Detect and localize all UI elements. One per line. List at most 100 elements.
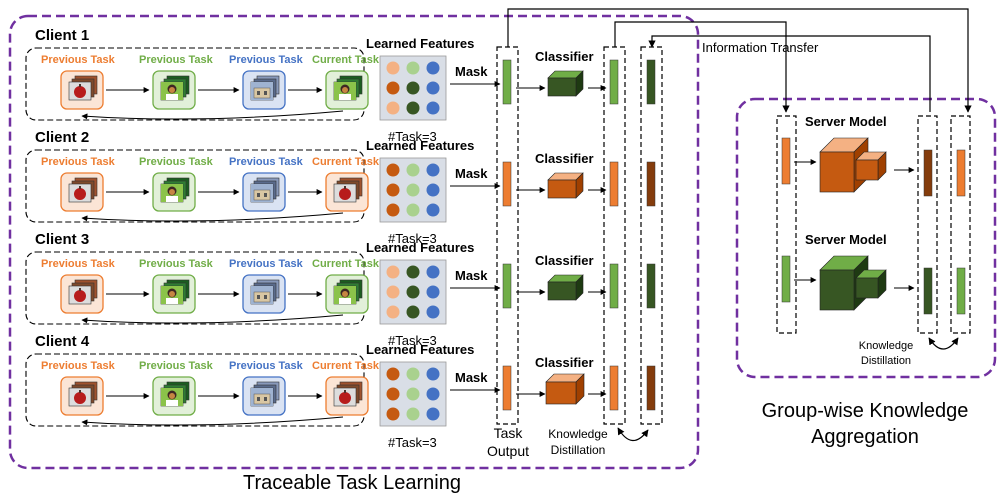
client-name: Client 4 [35,333,90,350]
kd-curved-arrow [617,427,649,442]
feature-dot [386,101,400,115]
feature-dot [426,163,440,177]
feature-dot [426,387,440,401]
apple-icon [68,177,98,203]
group-aggregation-container [735,97,997,379]
portrait-icon [160,279,190,305]
feature-dot [386,367,400,381]
feature-dot [406,101,420,115]
task-count-label: #Task=3 [388,333,437,348]
task-count-label: #Task=3 [388,435,437,450]
classifier-label: Classifier [535,49,594,64]
server-kd-curved-arrow [928,337,959,350]
replay-arrow [81,110,344,120]
distilled-output-vector [646,161,656,207]
server-kd-label-1: Knowledge [859,340,913,352]
task-label: Previous Task [41,360,116,372]
traceable-task-learning-title: Traceable Task Learning [243,472,461,494]
information-transfer-label: Information Transfer [702,40,819,55]
task-label: Previous Task [229,156,304,168]
server-kd-label-2: Distillation [861,355,911,367]
feature-dot [426,367,440,381]
feature-dot [386,203,400,217]
building-icon [250,279,280,305]
portrait-icon [333,75,363,101]
traceable-task-learning-container [8,14,700,470]
client-task-sequence-box [25,47,365,121]
apple-icon [68,279,98,305]
client-name: Client 3 [35,231,89,248]
classifier-cube [547,70,584,97]
classifier-output-vector [609,365,619,411]
server-distilled-vector [956,267,966,315]
transfer-line-outer [507,8,972,113]
feature-dot [386,183,400,197]
replay-arrow [81,314,344,324]
server-model: Server Model [781,232,966,315]
replay-arrow [81,212,344,222]
feature-dot [406,305,420,319]
server-output-column [917,115,938,334]
feature-dot [406,81,420,95]
server-output-vector [923,149,933,197]
feature-dot [386,305,400,319]
feature-dot [426,305,440,319]
classifier-cube [545,373,585,405]
client-task-sequence-box [25,149,365,223]
feature-dot [406,61,420,75]
server-model-cube [819,137,887,193]
classifier-label: Classifier [535,253,594,268]
building-icon [250,381,280,407]
feature-dot [406,407,420,421]
learned-features-label: Learned Features [366,138,474,153]
transfer-line-middle [614,21,790,113]
feature-dot [386,81,400,95]
feature-dot [386,265,400,279]
classifier-output-vector [609,161,619,207]
feature-dot [426,101,440,115]
client-name: Client 2 [35,129,89,146]
feature-dot [386,163,400,177]
distilled-output-vector [646,263,656,309]
client-task-sequence-box [25,251,365,325]
feature-dot [386,387,400,401]
task-label: Previous Task [229,360,304,372]
client-name: Client 1 [35,27,89,44]
feature-dot [426,265,440,279]
apple-icon [68,381,98,407]
feature-dot [426,203,440,217]
server-output-vector [923,267,933,315]
task-label: Previous Task [41,54,116,66]
task-output-vector [502,59,512,105]
classifier-cube [547,172,584,199]
group-aggregation-title-2: Aggregation [811,426,919,448]
task-count-label: #Task=3 [388,129,437,144]
server-distilled-vector [956,149,966,197]
classifier-output-vector [609,263,619,309]
server-model-label: Server Model [805,232,887,247]
server-input-column [776,115,797,334]
kd-label-2: Distillation [551,443,606,457]
task-output-label-2: Output [487,443,529,459]
task-output-vector [502,161,512,207]
task-label: Current Task [312,54,380,66]
task-label: Previous Task [139,360,214,372]
server-input-vector [781,255,791,303]
building-icon [250,75,280,101]
mask-label: Mask [455,64,488,79]
transfer-line-return [648,35,931,112]
feature-dot [426,285,440,299]
task-output-label-1: Task [494,425,524,441]
feature-dot [426,407,440,421]
learned-features-label: Learned Features [366,342,474,357]
building-icon [250,177,280,203]
feature-dot [426,81,440,95]
task-label: Previous Task [41,258,116,270]
feature-dot [406,285,420,299]
learned-features-label: Learned Features [366,240,474,255]
classifier-cube [547,274,584,301]
task-label: Previous Task [139,54,214,66]
